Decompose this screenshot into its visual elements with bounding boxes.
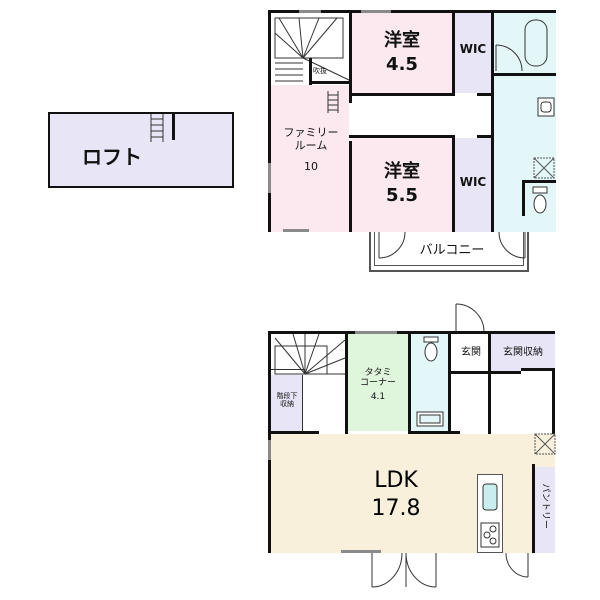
- loft-room: ロフト: [48, 112, 234, 188]
- western-room-4-5-name: 洋室: [384, 30, 420, 51]
- entrance-door-icon: [455, 303, 485, 334]
- entrance: 玄関: [451, 334, 491, 371]
- sink-icon: [537, 97, 555, 117]
- tatami-corner-name: タタミ コーナー: [359, 368, 396, 389]
- western-room-5-5: 洋室 5.5: [352, 138, 452, 232]
- handwash-sink-icon: [416, 411, 444, 427]
- patio-door-icon: [371, 552, 437, 588]
- family-room: ファミリー ルーム 10: [271, 85, 349, 232]
- door-swing-icon: [378, 231, 406, 259]
- shaft-icon: [533, 157, 555, 179]
- western-room-5-5-name: 洋室: [384, 161, 420, 182]
- ldk-size: 17.8: [371, 496, 421, 521]
- toilet-icon: [532, 186, 548, 214]
- first-floor-plan: 階段下 収納 タタミ コーナー 4.1 玄関 玄関収納 LDK 17.8: [268, 331, 556, 553]
- stove-icon: [480, 522, 500, 548]
- balcony: バルコニー: [369, 231, 529, 272]
- kitchen-door-icon: [505, 552, 529, 578]
- loft-label: ロフト: [82, 145, 142, 169]
- washroom-corridor: [494, 76, 556, 232]
- staircase: [271, 333, 346, 434]
- bathtub-icon: [524, 19, 548, 67]
- wic-1: WIC: [455, 13, 491, 93]
- ldk-name: LDK: [374, 468, 418, 493]
- tatami-corner: タタミ コーナー 4.1: [348, 334, 408, 431]
- tatami-corner-size: 4.1: [370, 392, 386, 402]
- door-swing-icon: [498, 231, 526, 259]
- shaft-icon: [534, 433, 556, 455]
- kitchen-sink-icon: [482, 483, 498, 511]
- toilet-room: [411, 334, 448, 431]
- staircase: 吹抜: [271, 13, 352, 88]
- pantry-label: パントリー: [540, 483, 551, 529]
- family-room-name: ファミリー ルーム: [283, 126, 339, 152]
- pantry: パントリー: [535, 467, 555, 553]
- western-room-4-5: 洋室 4.5: [352, 13, 452, 93]
- entrance-storage-label: 玄関収納: [503, 347, 543, 358]
- ladder-icon: [327, 91, 339, 113]
- family-room-size: 10: [304, 160, 318, 173]
- western-room-4-5-size: 4.5: [386, 54, 418, 75]
- second-floor-plan: 吹抜 ファミリー ルーム 10 洋室 4.5 WIC 洋室 5.5: [268, 10, 556, 232]
- entrance-storage: 玄関収納: [491, 334, 555, 371]
- wic-2-label: WIC: [459, 175, 487, 189]
- under-stairs-storage-label: 階段下 収納: [276, 392, 298, 409]
- entrance-label: 玄関: [461, 347, 481, 358]
- toilet-icon: [423, 336, 439, 362]
- western-room-5-5-size: 5.5: [386, 185, 418, 206]
- ldk: LDK 17.8 パントリー: [271, 433, 556, 553]
- bathroom: [494, 13, 556, 73]
- ladder-icon: [150, 114, 164, 142]
- fukinuke-label: 吹抜: [313, 67, 327, 75]
- kitchen-counter: [477, 474, 503, 553]
- wic-2: WIC: [455, 138, 491, 232]
- wic-1-label: WIC: [459, 42, 487, 56]
- door-swing-icon: [495, 44, 523, 72]
- under-stairs-storage: 階段下 収納: [271, 375, 303, 431]
- balcony-label: バルコニー: [419, 243, 485, 258]
